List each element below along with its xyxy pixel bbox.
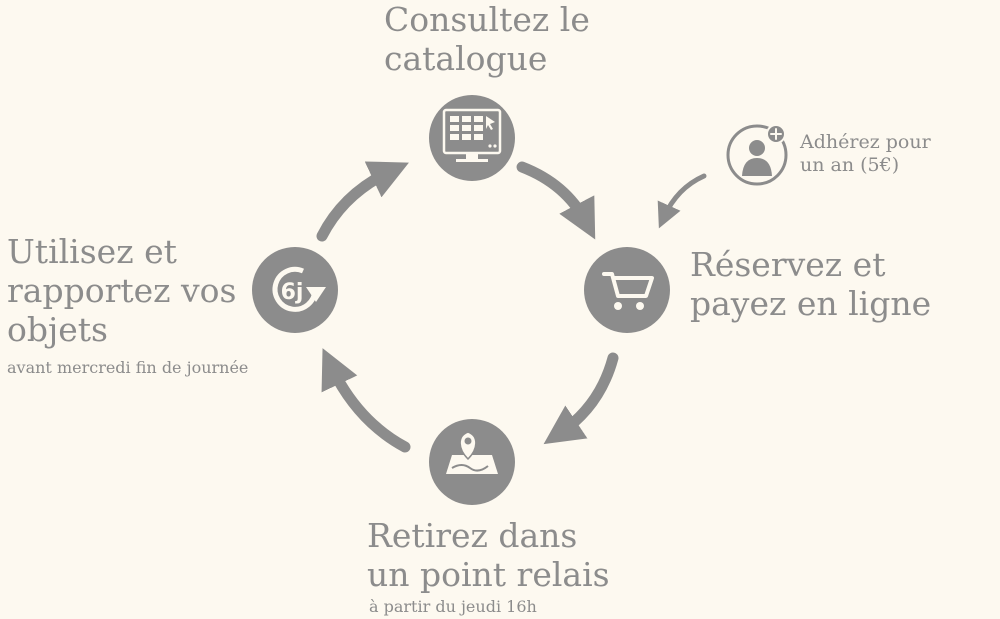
step-retirez-label: Retirez dans un point relais: [367, 516, 610, 594]
step-utilisez-label: Utilisez et rapportez vos objets: [7, 232, 237, 349]
shopping-cart-icon: [584, 247, 670, 333]
arrow-utilisez-to-catalogue: [316, 161, 409, 242]
step-utilisez-sub: avant mercredi fin de journée: [7, 358, 249, 377]
arrow-catalogue-to-reserve: [516, 161, 596, 240]
step-reserve-label: Réservez et payez en ligne: [690, 245, 932, 323]
arrow-membership-to-reserve: [657, 173, 707, 229]
membership-note[interactable]: Adhérez pour un an (5€): [800, 131, 931, 176]
arrow-reserve-to-retirez: [543, 352, 619, 445]
step-retirez-sub: à partir du jeudi 16h: [369, 597, 537, 616]
duration-badge: 6j: [281, 280, 304, 305]
user-add-icon: [726, 124, 788, 186]
arrow-retirez-to-utilisez: [321, 348, 411, 453]
six-day-return-icon: 6j: [252, 247, 338, 333]
map-pin-icon: [429, 419, 515, 505]
monitor-catalogue-icon: [429, 95, 515, 181]
step-catalogue-label: Consultez le catalogue: [384, 0, 590, 78]
